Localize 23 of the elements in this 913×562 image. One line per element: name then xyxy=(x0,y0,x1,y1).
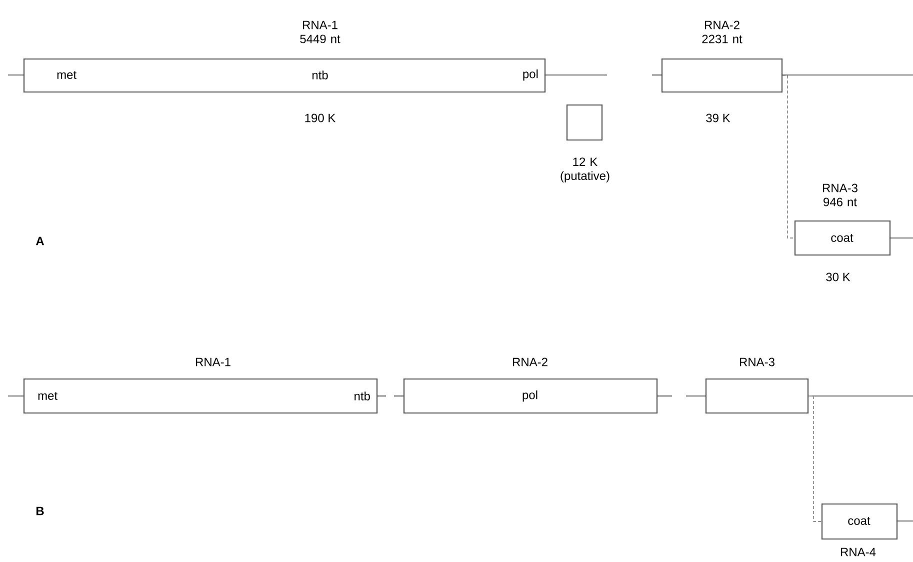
protein-size-label: 190 K xyxy=(305,114,336,122)
gene-label: pol xyxy=(522,390,538,402)
gene-label: pol xyxy=(523,69,538,81)
heading-label: RNA-2 2231 nt xyxy=(702,20,742,44)
gene-label: RNA-4 xyxy=(840,548,876,556)
heading-label: RNA-1 5449 nt xyxy=(300,20,340,44)
gene-label: ntb xyxy=(354,392,370,400)
heading-label: RNA-1 xyxy=(196,358,230,366)
protein-size-label: 30 K xyxy=(826,272,850,282)
gene-label: met xyxy=(38,392,58,400)
gene-label: coat xyxy=(831,234,854,242)
panel-letter: A xyxy=(36,236,44,246)
gene-label: ntb xyxy=(312,70,328,80)
heading-label: RNA-3 946 nt xyxy=(822,184,858,206)
gene-label: met xyxy=(57,71,76,79)
dashed-connector xyxy=(808,396,822,522)
heading-label: RNA-3 xyxy=(740,358,774,366)
gene-label: coat xyxy=(848,517,870,525)
dashed-connector xyxy=(782,75,795,238)
protein-size-label: 39 K xyxy=(706,114,730,122)
panel-letter: B xyxy=(36,506,44,516)
heading-label: RNA-2 xyxy=(513,358,548,366)
protein-size-label: 12 K (putative) xyxy=(560,158,610,182)
